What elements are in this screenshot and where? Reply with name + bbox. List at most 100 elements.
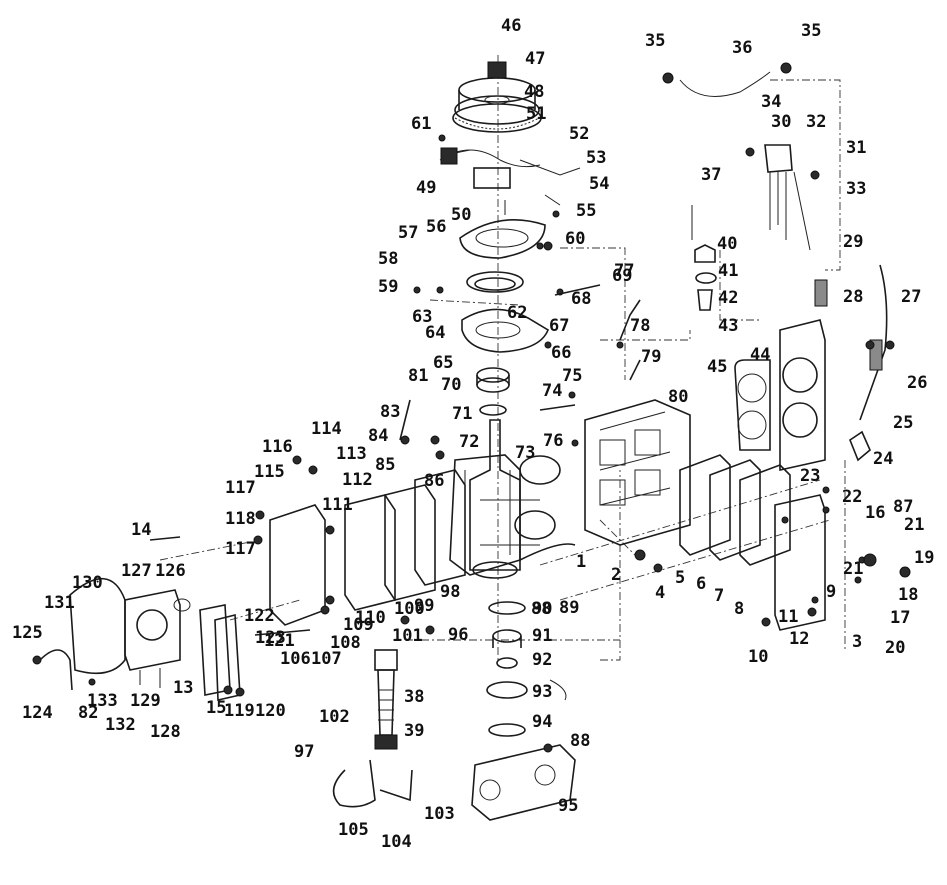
callout-label: 62 — [507, 303, 527, 323]
callout-label: 46 — [501, 16, 521, 36]
callout-label: 103 — [424, 804, 455, 824]
callout-label: 15 — [206, 698, 226, 718]
callout-label: 115 — [254, 462, 285, 482]
callout-label: 36 — [732, 38, 752, 58]
callout-label: 69 — [612, 266, 632, 286]
upper-seals — [461, 271, 549, 416]
crankshaft-assembly — [469, 419, 561, 579]
callout-label: 86 — [424, 471, 444, 491]
callout-label: 55 — [576, 201, 596, 221]
callout-label: 117 — [225, 478, 256, 498]
callout-label: 49 — [416, 178, 436, 198]
callout-label: 76 — [543, 431, 563, 451]
callout-label: 53 — [586, 148, 606, 168]
callout-label: 122 — [244, 606, 275, 626]
callout-label: 38 — [404, 687, 424, 707]
callout-label: 123 — [255, 628, 286, 648]
callout-label: 60 — [565, 229, 585, 249]
callout-label: 93 — [532, 682, 552, 702]
callout-label: 109 — [343, 615, 374, 635]
callout-label: 8 — [734, 599, 744, 619]
callout-label: 81 — [408, 366, 428, 386]
callout-label: 100 — [394, 599, 425, 619]
carburetor — [124, 589, 191, 688]
callout-label: 1 — [576, 552, 586, 572]
callout-label: 95 — [558, 796, 578, 816]
callout-label: 110 — [355, 608, 386, 628]
callout-label: 98 — [440, 582, 460, 602]
callout-label: 94 — [532, 712, 552, 732]
hoses — [332, 679, 567, 808]
callout-label: 63 — [412, 307, 432, 327]
cylinder-block — [584, 399, 691, 546]
callout-label: 90 — [532, 599, 552, 619]
callout-label: 99 — [414, 596, 434, 616]
callout-label: 132 — [105, 715, 136, 735]
callout-label: 87 — [893, 497, 913, 517]
stator-assembly — [439, 147, 581, 259]
callout-label: 26 — [907, 373, 927, 393]
callout-label: 20 — [885, 638, 905, 658]
callout-label: 73 — [515, 443, 535, 463]
callout-label: 83 — [380, 402, 400, 422]
callout-label: 88 — [531, 599, 551, 619]
callout-labels: 1 2 3 4 5 6 7 8 9 10 11 12 13 14 15 16 1… — [12, 16, 934, 852]
callout-label: 32 — [806, 112, 826, 132]
callout-label: 114 — [311, 419, 342, 439]
callout-label: 5 — [675, 568, 685, 588]
callout-label: 23 — [800, 466, 820, 486]
callout-label: 47 — [525, 49, 545, 69]
callout-label: 24 — [873, 449, 893, 469]
hardware — [32, 134, 911, 753]
callout-label: 101 — [392, 626, 423, 646]
callout-label: 40 — [717, 234, 737, 254]
callout-label: 72 — [459, 432, 479, 452]
callout-label: 17 — [890, 608, 910, 628]
callout-label: 92 — [532, 650, 552, 670]
callout-label: 19 — [914, 548, 934, 568]
callout-label: 106 — [280, 649, 311, 669]
callout-label: 21 — [843, 559, 863, 579]
callout-label: 35 — [645, 31, 665, 51]
callout-label: 113 — [336, 444, 367, 464]
callout-label: 118 — [225, 509, 256, 529]
callout-label: 37 — [701, 165, 721, 185]
callout-label: 31 — [846, 138, 866, 158]
callout-label: 107 — [311, 649, 342, 669]
callout-label: 45 — [707, 357, 727, 377]
callout-label: 41 — [718, 261, 738, 281]
callout-label: 82 — [78, 703, 98, 723]
callout-label: 57 — [398, 223, 418, 243]
callout-label: 126 — [155, 561, 186, 581]
callout-label: 88 — [570, 731, 590, 751]
callout-label: 21 — [904, 515, 924, 535]
callout-label: 65 — [433, 353, 453, 373]
callout-label: 133 — [87, 691, 118, 711]
ignition-coil — [662, 62, 828, 307]
callout-label: 79 — [641, 347, 661, 367]
callout-label: 4 — [655, 583, 665, 603]
callout-label: 75 — [562, 366, 582, 386]
callout-label: 44 — [750, 345, 770, 365]
callout-label: 25 — [893, 413, 913, 433]
callout-label: 34 — [761, 92, 781, 112]
lower-seals — [486, 601, 528, 737]
callout-label: 104 — [381, 832, 412, 852]
callout-label: 112 — [342, 470, 373, 490]
callout-label: 3 — [852, 632, 862, 652]
callout-label: 121 — [264, 631, 295, 651]
callout-label: 56 — [426, 217, 446, 237]
callout-label: 85 — [375, 455, 395, 475]
rear-cover — [774, 494, 826, 631]
callout-label: 30 — [771, 112, 791, 132]
callout-label: 89 — [559, 598, 579, 618]
callout-label: 13 — [173, 678, 193, 698]
callout-label: 97 — [294, 742, 314, 762]
callout-label: 22 — [842, 487, 862, 507]
callout-label: 61 — [411, 114, 431, 134]
intake-manifold — [269, 469, 466, 626]
callout-label: 54 — [589, 174, 609, 194]
callout-label: 66 — [551, 343, 571, 363]
callout-label: 116 — [262, 437, 293, 457]
